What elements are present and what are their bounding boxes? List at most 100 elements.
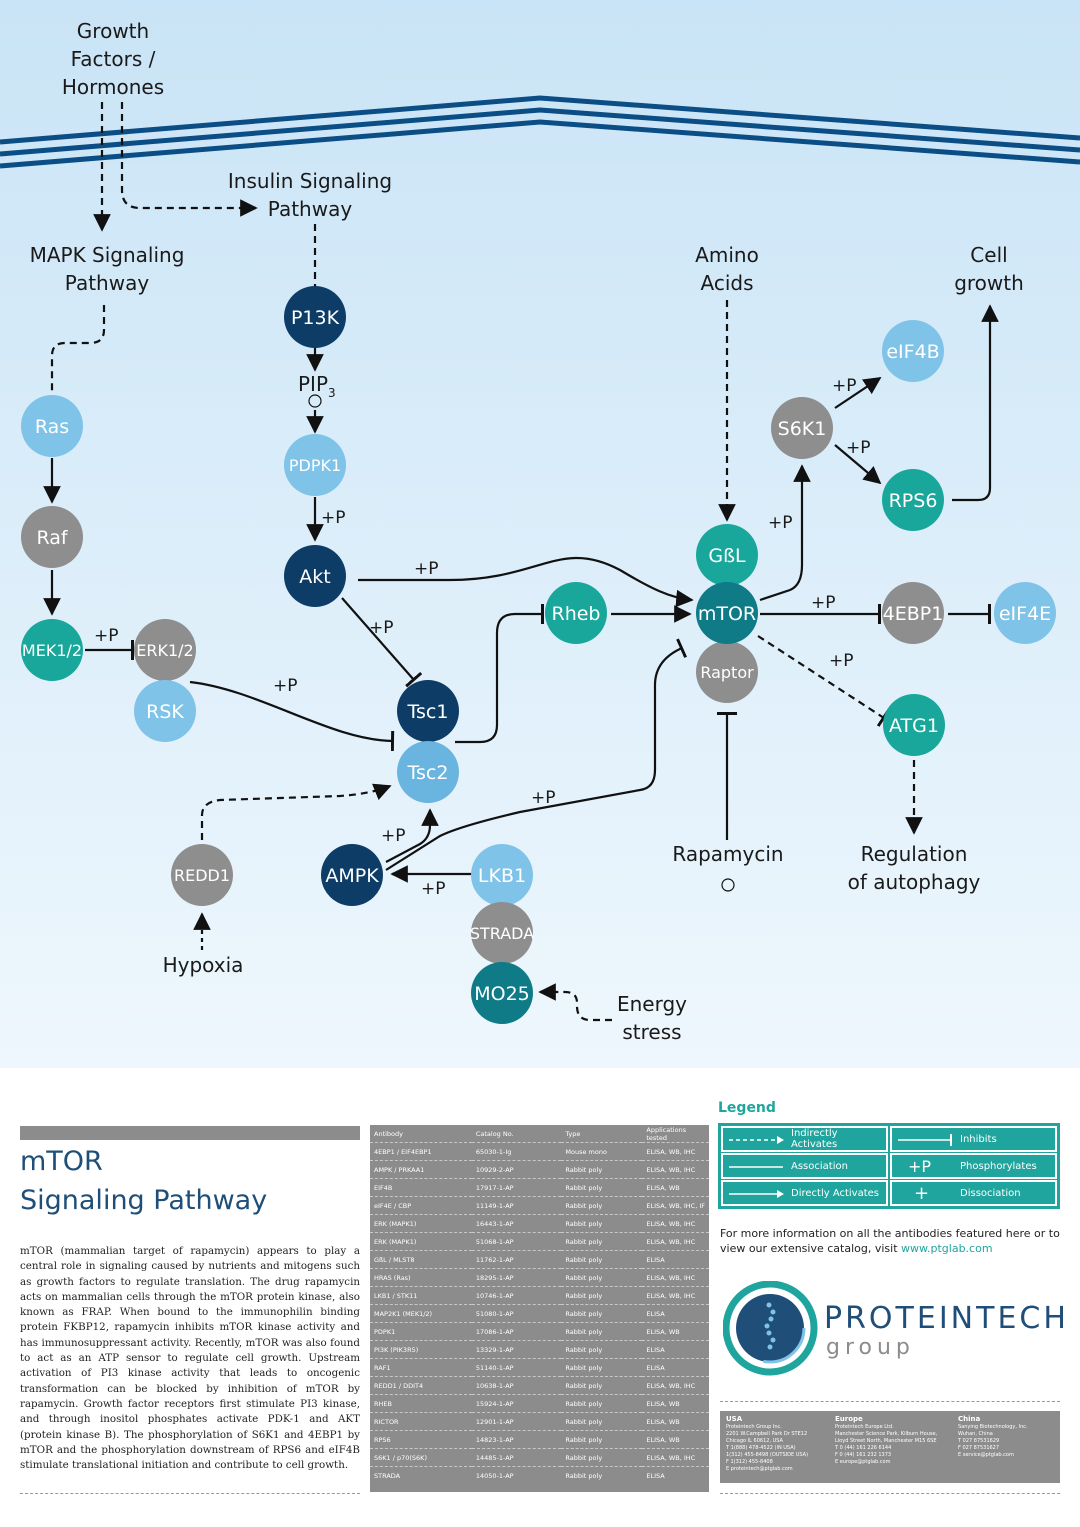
label-mapk-2: Pathway — [65, 271, 150, 295]
svg-text:PDPK1: PDPK1 — [289, 456, 341, 475]
node-raptor: Raptor — [696, 641, 758, 703]
svg-text:REDD1: REDD1 — [174, 866, 230, 885]
table-cell: RAF1 — [370, 1358, 472, 1377]
table-cell: ELISA, WB, IHC — [642, 1232, 709, 1251]
column-header: Applications tested — [646, 1125, 687, 1142]
table-cell: ELISA, WB, IHC — [642, 1214, 709, 1233]
table-cell: ELISA — [642, 1340, 709, 1359]
label-cell-growth-1: Cell — [970, 243, 1007, 267]
phospho-label: +P — [768, 513, 793, 533]
legend-association: Association — [721, 1153, 888, 1179]
edge-mtor-to-atg1 — [757, 635, 891, 727]
divider — [720, 1493, 1060, 1494]
dashed-arrow-icon — [729, 1136, 784, 1144]
phospho-label: +P — [321, 508, 346, 528]
table-cell: REDD1 / DDIT4 — [370, 1376, 472, 1395]
address-line: Wuhan, China — [958, 1431, 993, 1437]
phospho-label: +P — [531, 788, 556, 808]
svg-text:LKB1: LKB1 — [478, 865, 526, 887]
node-rps6: RPS6 — [882, 469, 944, 531]
logo-subtitle: group — [826, 1335, 915, 1360]
node-4ebp1: 4EBP1 — [882, 582, 944, 644]
address-line: 1(312) 455-8498 (OUTSIDE USA) — [726, 1452, 809, 1458]
node-mtor: mTOR — [696, 582, 758, 644]
label-regulation-2: of autophagy — [848, 870, 981, 894]
legend-directly-activates: Directly Activates — [721, 1180, 888, 1206]
table-cell: Mouse mono — [561, 1142, 643, 1161]
edge-mtor-to-s6k1 — [759, 464, 811, 602]
table-cell: Rabbit poly — [561, 1448, 643, 1467]
table-cell: Rabbit poly — [561, 1178, 643, 1197]
address-line: T 027 87531629 — [958, 1438, 1000, 1444]
address-line: Chicago IL 60612, USA — [726, 1438, 783, 1444]
svg-text:ERK1/2: ERK1/2 — [136, 641, 193, 660]
legend-indirectly-activates: Indirectly Activates — [721, 1126, 888, 1152]
table-cell: ELISA, WB — [642, 1322, 709, 1341]
table-cell: 13329-1-AP — [471, 1340, 562, 1359]
table-cell: 12901-1-AP — [471, 1412, 562, 1431]
address-line: E europe@ptglab.com — [835, 1459, 891, 1465]
table-cell: Rabbit poly — [561, 1430, 643, 1449]
node-rheb: Rheb — [545, 582, 607, 644]
node-erk12: ERK1/2 — [134, 619, 196, 681]
phospho-label: +P — [414, 559, 439, 579]
cell-membrane — [0, 95, 1080, 169]
svg-text:STRADA: STRADA — [470, 924, 534, 943]
table-cell: ELISA — [642, 1304, 709, 1323]
table-cell: 10638-1-AP — [471, 1376, 562, 1395]
table-cell: STRADA — [370, 1466, 472, 1484]
svg-text:RSK: RSK — [146, 701, 184, 723]
table-cell: ELISA, WB, IHC — [642, 1268, 709, 1287]
table-cell: Rabbit poly — [561, 1304, 643, 1323]
table-cell: ELISA — [642, 1250, 709, 1269]
table-cell: ELISA, WB, IHC, IF — [642, 1196, 709, 1215]
table-cell: Rabbit poly — [561, 1160, 643, 1179]
edge-rsk-to-tsc2 — [189, 680, 395, 752]
label-cell-growth-2: growth — [954, 271, 1024, 295]
node-tsc1: Tsc1 — [397, 680, 459, 742]
legend: Indirectly Activates Inhibits Associatio… — [718, 1123, 1060, 1209]
table-cell: ELISA, WB, IHC — [642, 1160, 709, 1179]
phospho-label: +P — [273, 676, 298, 696]
divider — [720, 1401, 1060, 1402]
node-tsc2: Tsc2 — [397, 741, 459, 803]
table-cell: 16443-1-AP — [471, 1214, 562, 1233]
svg-text:MEK1/2: MEK1/2 — [22, 641, 82, 660]
table-cell: 18295-1-AP — [471, 1268, 562, 1287]
svg-text:P13K: P13K — [291, 307, 340, 329]
address-title: Europe — [835, 1415, 863, 1423]
address-line: F 027 87531627 — [958, 1445, 1000, 1451]
address-line: Manchester Science Park, Kilburn House, — [835, 1431, 938, 1437]
table-cell: 51080-1-AP — [471, 1304, 562, 1323]
solid-arrow-icon — [729, 1190, 784, 1198]
label-mapk-1: MAPK Signaling — [30, 243, 185, 267]
company-logo: PROTEINTECH group — [718, 1271, 1066, 1391]
website-link[interactable]: www.ptglab.com — [901, 1242, 993, 1255]
address-line: Sanying Biotechnology, Inc. — [958, 1424, 1028, 1430]
info-section: mTOR Signaling Pathway mTOR (mammalian t… — [0, 1068, 1080, 1527]
svg-text:Tsc2: Tsc2 — [407, 762, 449, 784]
svg-text:GßL: GßL — [708, 545, 746, 567]
edge-s6k1-to-rps6 — [834, 444, 882, 485]
table-cell: ELISA, WB, IHC — [642, 1286, 709, 1305]
svg-text:eIF4B: eIF4B — [886, 341, 939, 363]
label-energy-1: Energy — [617, 992, 687, 1016]
title-line-2: Signaling Pathway — [20, 1185, 268, 1216]
svg-text:Ras: Ras — [35, 416, 69, 438]
svg-text:Akt: Akt — [299, 566, 330, 588]
svg-text:mTOR: mTOR — [698, 603, 756, 625]
node-strada: STRADA — [470, 902, 534, 964]
phospho-label: +P — [811, 593, 836, 613]
edge-akt-to-tsc1 — [341, 597, 423, 688]
